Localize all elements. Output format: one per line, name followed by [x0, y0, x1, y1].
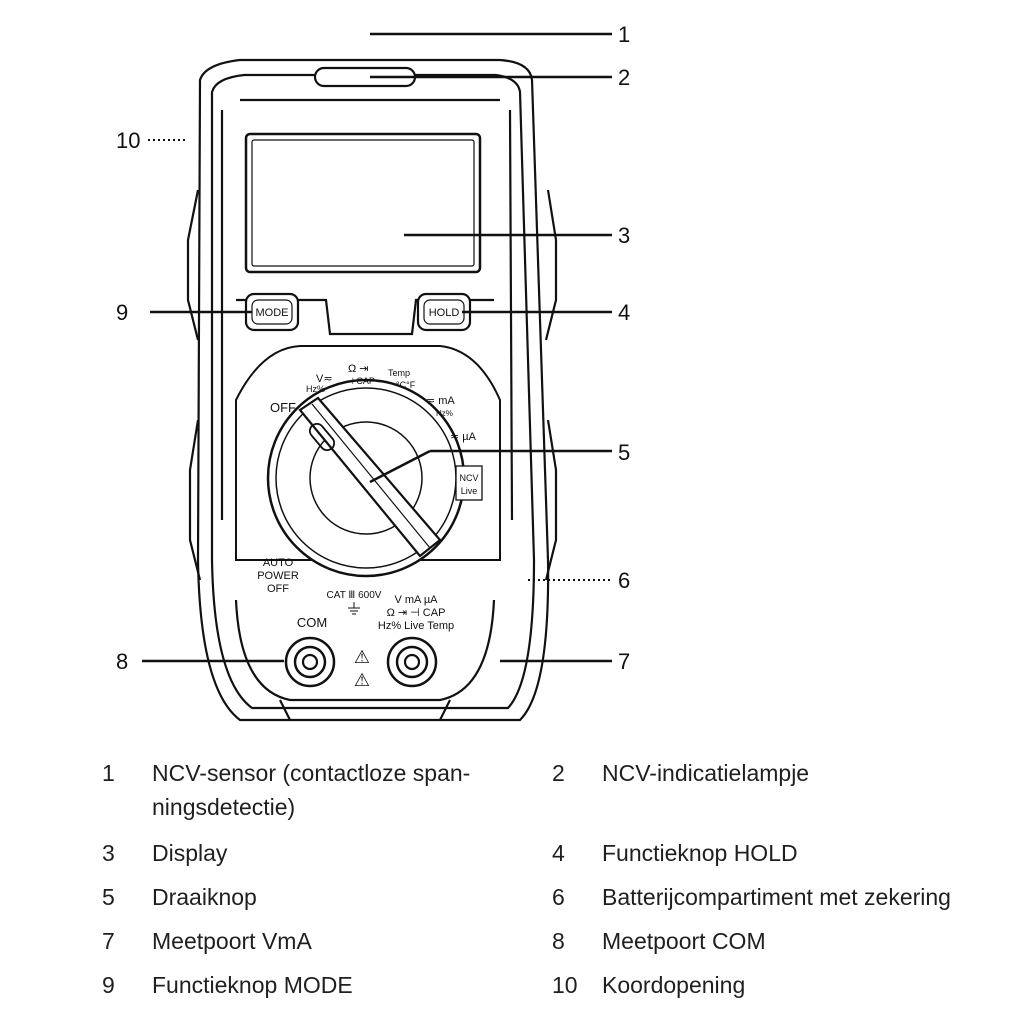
- callout-2: 2: [618, 65, 630, 90]
- callout-dotted-lines: [148, 139, 612, 581]
- vma-port[interactable]: [386, 636, 438, 688]
- com-port-label: COM: [297, 615, 327, 630]
- display: [244, 132, 482, 274]
- mode-button[interactable]: MODE: [244, 292, 300, 332]
- callout-8: 8: [116, 649, 128, 674]
- auto-label-2: POWER: [257, 570, 299, 582]
- cat-rating-label: CAT Ⅲ 600V: [327, 590, 382, 601]
- warning-icon: ⚠: [354, 647, 370, 667]
- port-label-3: Hz% Live Temp: [378, 620, 454, 632]
- legend-number: 7: [102, 928, 115, 954]
- legend-text: NCV-sensor (contactloze span- ningsdetec…: [152, 756, 470, 824]
- callout-3: 3: [618, 223, 630, 248]
- legend-text: Batterijcompartiment met zekering: [602, 884, 951, 910]
- legend-text: Functieknop MODE: [152, 972, 353, 998]
- hold-button[interactable]: HOLD: [416, 292, 472, 332]
- legend-number: 1: [102, 760, 115, 786]
- warning-icon: ⚠: [354, 670, 370, 690]
- legend-text-line: NCV-sensor (contactloze span-: [152, 760, 471, 786]
- dial-ua-label: ≂ µA: [450, 431, 477, 443]
- callout-6: 6: [618, 568, 630, 593]
- legend-text: NCV-indicatielampje: [602, 760, 810, 786]
- dial-v-label: V≂: [316, 373, 333, 385]
- legend-text: Koordopening: [602, 972, 746, 998]
- auto-label-3: OFF: [267, 583, 289, 595]
- legend-number: 3: [102, 840, 115, 866]
- legend-number: 8: [552, 928, 565, 954]
- dial-panel: [235, 345, 501, 561]
- dial-ma-hz-label: Hz%: [436, 409, 453, 418]
- dial-off-label: OFF: [270, 400, 296, 415]
- callout-7: 7: [618, 649, 630, 674]
- multimeter-diagram: MODE HOLD OFF V≂ Hz% Ω ⇥ ⊣ CAP Temp °C°F…: [116, 22, 630, 722]
- rotary-switch[interactable]: [266, 378, 466, 578]
- callout-lines: [142, 32, 612, 663]
- dial-live-label: Live: [461, 486, 478, 496]
- hold-button-label: HOLD: [429, 307, 460, 319]
- dial-ncv-label: NCV: [459, 473, 478, 483]
- mode-button-label: MODE: [256, 307, 289, 319]
- dial-ohm-label: Ω ⇥: [348, 363, 369, 375]
- port-label-1: V mA µA: [394, 594, 438, 606]
- dial-temp-unit-label: °C°F: [396, 380, 416, 390]
- legend-text: Functieknop HOLD: [602, 840, 798, 866]
- legend-text: Display: [152, 840, 228, 866]
- dial-ncv-live-box: NCV Live: [455, 465, 483, 501]
- legend-text: Meetpoort COM: [602, 928, 766, 954]
- legend-number: 2: [552, 760, 565, 786]
- dial-ma-label: ≂ mA: [426, 395, 455, 407]
- callout-5: 5: [618, 440, 630, 465]
- legend-number: 5: [102, 884, 115, 910]
- legend-number: 9: [102, 972, 115, 998]
- callout-10: 10: [116, 128, 140, 153]
- legend-number: 10: [552, 972, 578, 998]
- port-label-2: Ω ⇥ ⊣ CAP: [387, 607, 446, 619]
- dial-hz-label: Hz%: [306, 384, 325, 394]
- legend-number: 4: [552, 840, 565, 866]
- ground-icon: [348, 602, 360, 615]
- auto-label-1: AUTO: [263, 557, 294, 569]
- callout-4: 4: [618, 300, 630, 325]
- legend-text-line: ningsdetectie): [152, 794, 296, 820]
- legend-text: Meetpoort VmA: [152, 928, 312, 954]
- dial-temp-label: Temp: [388, 368, 410, 378]
- dial-cap-label: ⊣ CAP: [346, 376, 375, 386]
- legend: 1 NCV-sensor (contactloze span- ningsdet…: [0, 750, 1024, 1024]
- com-port[interactable]: [284, 636, 336, 688]
- legend-number: 6: [552, 884, 565, 910]
- legend-text: Draaiknop: [152, 884, 257, 910]
- callout-9: 9: [116, 300, 128, 325]
- callout-1: 1: [618, 22, 630, 47]
